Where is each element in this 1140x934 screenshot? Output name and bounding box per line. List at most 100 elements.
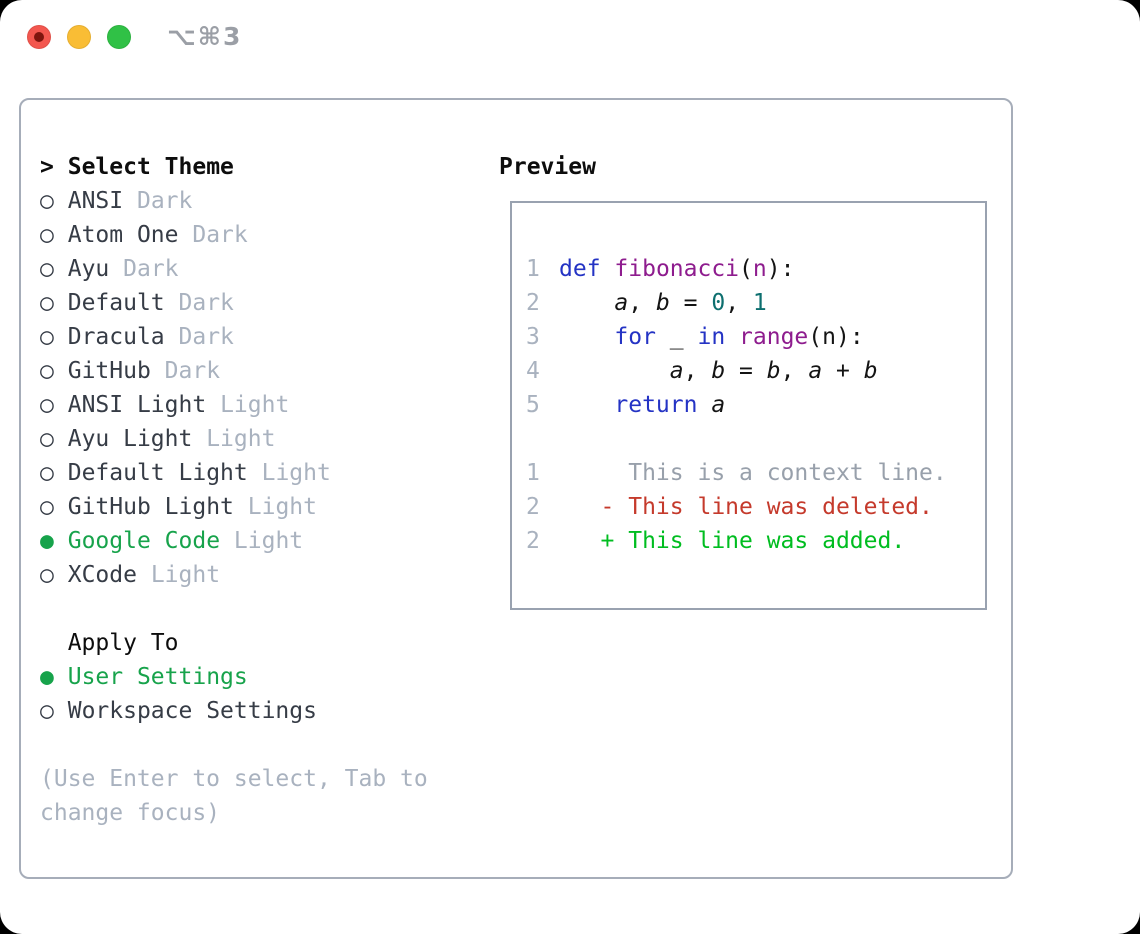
help-line-text: change focus) [40,800,221,826]
code-text: - This line was deleted. [559,494,933,520]
line-number: 1 [526,460,540,486]
radio-icon: ○ [40,392,54,418]
line-number: 5 [526,392,540,418]
line-number: 4 [526,358,540,384]
theme-item-label: Google Code [67,528,221,554]
apply-option-label: Workspace Settings [67,698,317,724]
apply-to-header: Apply To [40,626,317,660]
theme-item-label: Dracula [67,324,165,350]
radio-icon: ○ [40,460,54,486]
preview-line-1: 1 def fibonacci(n): [21,252,1015,286]
preview-line-5: 5 return a [21,388,1015,422]
minimize-button[interactable] [67,25,91,49]
theme-item-github[interactable]: ○ GitHub Dark [40,354,331,388]
line-number: 2 [526,528,540,554]
code-text: + This line was added. [559,528,906,554]
help-text: (Use Enter to select, Tab to change focus… [40,762,428,830]
theme-item-label: Atom One [67,222,179,248]
theme-item-tag: Dark [178,290,234,316]
close-dot-icon [34,32,44,42]
radio-icon: ○ [40,358,54,384]
radio-icon: ○ [40,426,54,452]
theme-item-ansi-light[interactable]: ○ ANSI Light Light [40,388,331,422]
theme-item-tag: Light [150,562,221,588]
preview-line-8: 2 - This line was deleted. [21,490,1015,524]
line-number: 2 [526,290,540,316]
help-line-text: (Use Enter to select, Tab to [40,766,428,792]
line-number: 1 [526,256,540,282]
theme-item-label: Default [67,290,165,316]
theme-item-tag: Dark [192,222,248,248]
preview-line-4: 4 a, b = b, a + b [21,354,1015,388]
zoom-button[interactable] [107,25,131,49]
theme-item-tag: Light [206,426,276,452]
radio-selected-icon: ● [40,664,54,690]
theme-list-title: Select Theme [67,154,234,180]
theme-item-ayu[interactable]: ○ Ayu Dark [40,252,331,286]
radio-icon: ○ [40,698,54,724]
preview-title: Preview [499,154,596,180]
radio-icon: ○ [40,256,54,282]
preview-line-2: 2 a, b = 0, 1 [21,286,1015,320]
preview-box [510,201,987,610]
theme-item-label: Default Light [67,460,248,486]
radio-icon: ○ [40,562,54,588]
theme-item-label: GitHub Light [67,494,234,520]
apply-option-workspace-settings[interactable]: ○ Workspace Settings [40,694,317,728]
help-line-1: (Use Enter to select, Tab to [40,762,428,796]
preview-line-9: 2 + This line was added. [21,524,1015,558]
radio-icon: ○ [40,324,54,350]
theme-item-default[interactable]: ○ Default Dark [40,286,331,320]
line-number: 2 [526,494,540,520]
code-text: for _ in range(n): [614,324,864,350]
theme-list: > Select Theme○ ANSI Dark○ Atom One Dark… [40,150,331,592]
focus-caret-icon: > [40,154,54,180]
theme-item-tag: Light [233,528,304,554]
theme-item-label: GitHub [67,358,151,384]
line-number: 3 [526,324,540,350]
help-line-2: change focus) [40,796,428,830]
theme-item-tag: Light [247,494,317,520]
theme-item-xcode[interactable]: ○ XCode Light [40,558,331,592]
preview-line-7: 1 This is a context line. [21,456,1015,490]
window-shortcut-label: ⌥⌘3 [167,22,243,51]
radio-icon: ○ [40,494,54,520]
radio-icon: ○ [40,290,54,316]
theme-item-tag: Light [220,392,290,418]
theme-item-dracula[interactable]: ○ Dracula Dark [40,320,331,354]
theme-item-tag: Dark [123,256,179,282]
theme-item-ansi[interactable]: ○ ANSI Dark [40,184,331,218]
theme-item-github-light[interactable]: ○ GitHub Light Light [40,490,331,524]
theme-item-ayu-light[interactable]: ○ Ayu Light Light [40,422,331,456]
code-text: a, b = b, a + b [669,358,878,384]
theme-list-header: > Select Theme [40,150,331,184]
close-button[interactable] [27,25,51,49]
apply-to-list: Apply To● User Settings○ Workspace Setti… [40,626,317,728]
theme-item-tag: Dark [178,324,234,350]
theme-item-tag: Dark [136,188,193,214]
theme-item-label: XCode [67,562,137,588]
code-text: a, b = 0, 1 [614,290,767,316]
theme-item-default-light[interactable]: ○ Default Light Light [40,456,331,490]
code-text: This is a context line. [559,460,947,486]
theme-item-google-code[interactable]: ● Google Code Light [40,524,331,558]
preview-blank-line [21,422,1015,456]
apply-option-label: User Settings [67,664,248,690]
theme-item-label: Ayu [67,256,110,282]
theme-item-label: ANSI [67,188,124,214]
theme-item-label: ANSI Light [67,392,207,418]
apply-to-title: Apply To [40,630,179,656]
radio-icon: ○ [40,188,54,214]
apply-option-user-settings[interactable]: ● User Settings [40,660,317,694]
code-text: def fibonacci(n): [559,256,795,282]
theme-item-label: Ayu Light [67,426,193,452]
theme-item-tag: Light [261,460,331,486]
theme-item-tag: Dark [164,358,221,384]
theme-item-atom-one[interactable]: ○ Atom One Dark [40,218,331,252]
radio-selected-icon: ● [40,528,54,554]
code-text: return a [614,392,726,418]
radio-icon: ○ [40,222,54,248]
preview-line-3: 3 for _ in range(n): [21,320,1015,354]
main-panel: > Select Theme○ ANSI Dark○ Atom One Dark… [19,98,1013,879]
